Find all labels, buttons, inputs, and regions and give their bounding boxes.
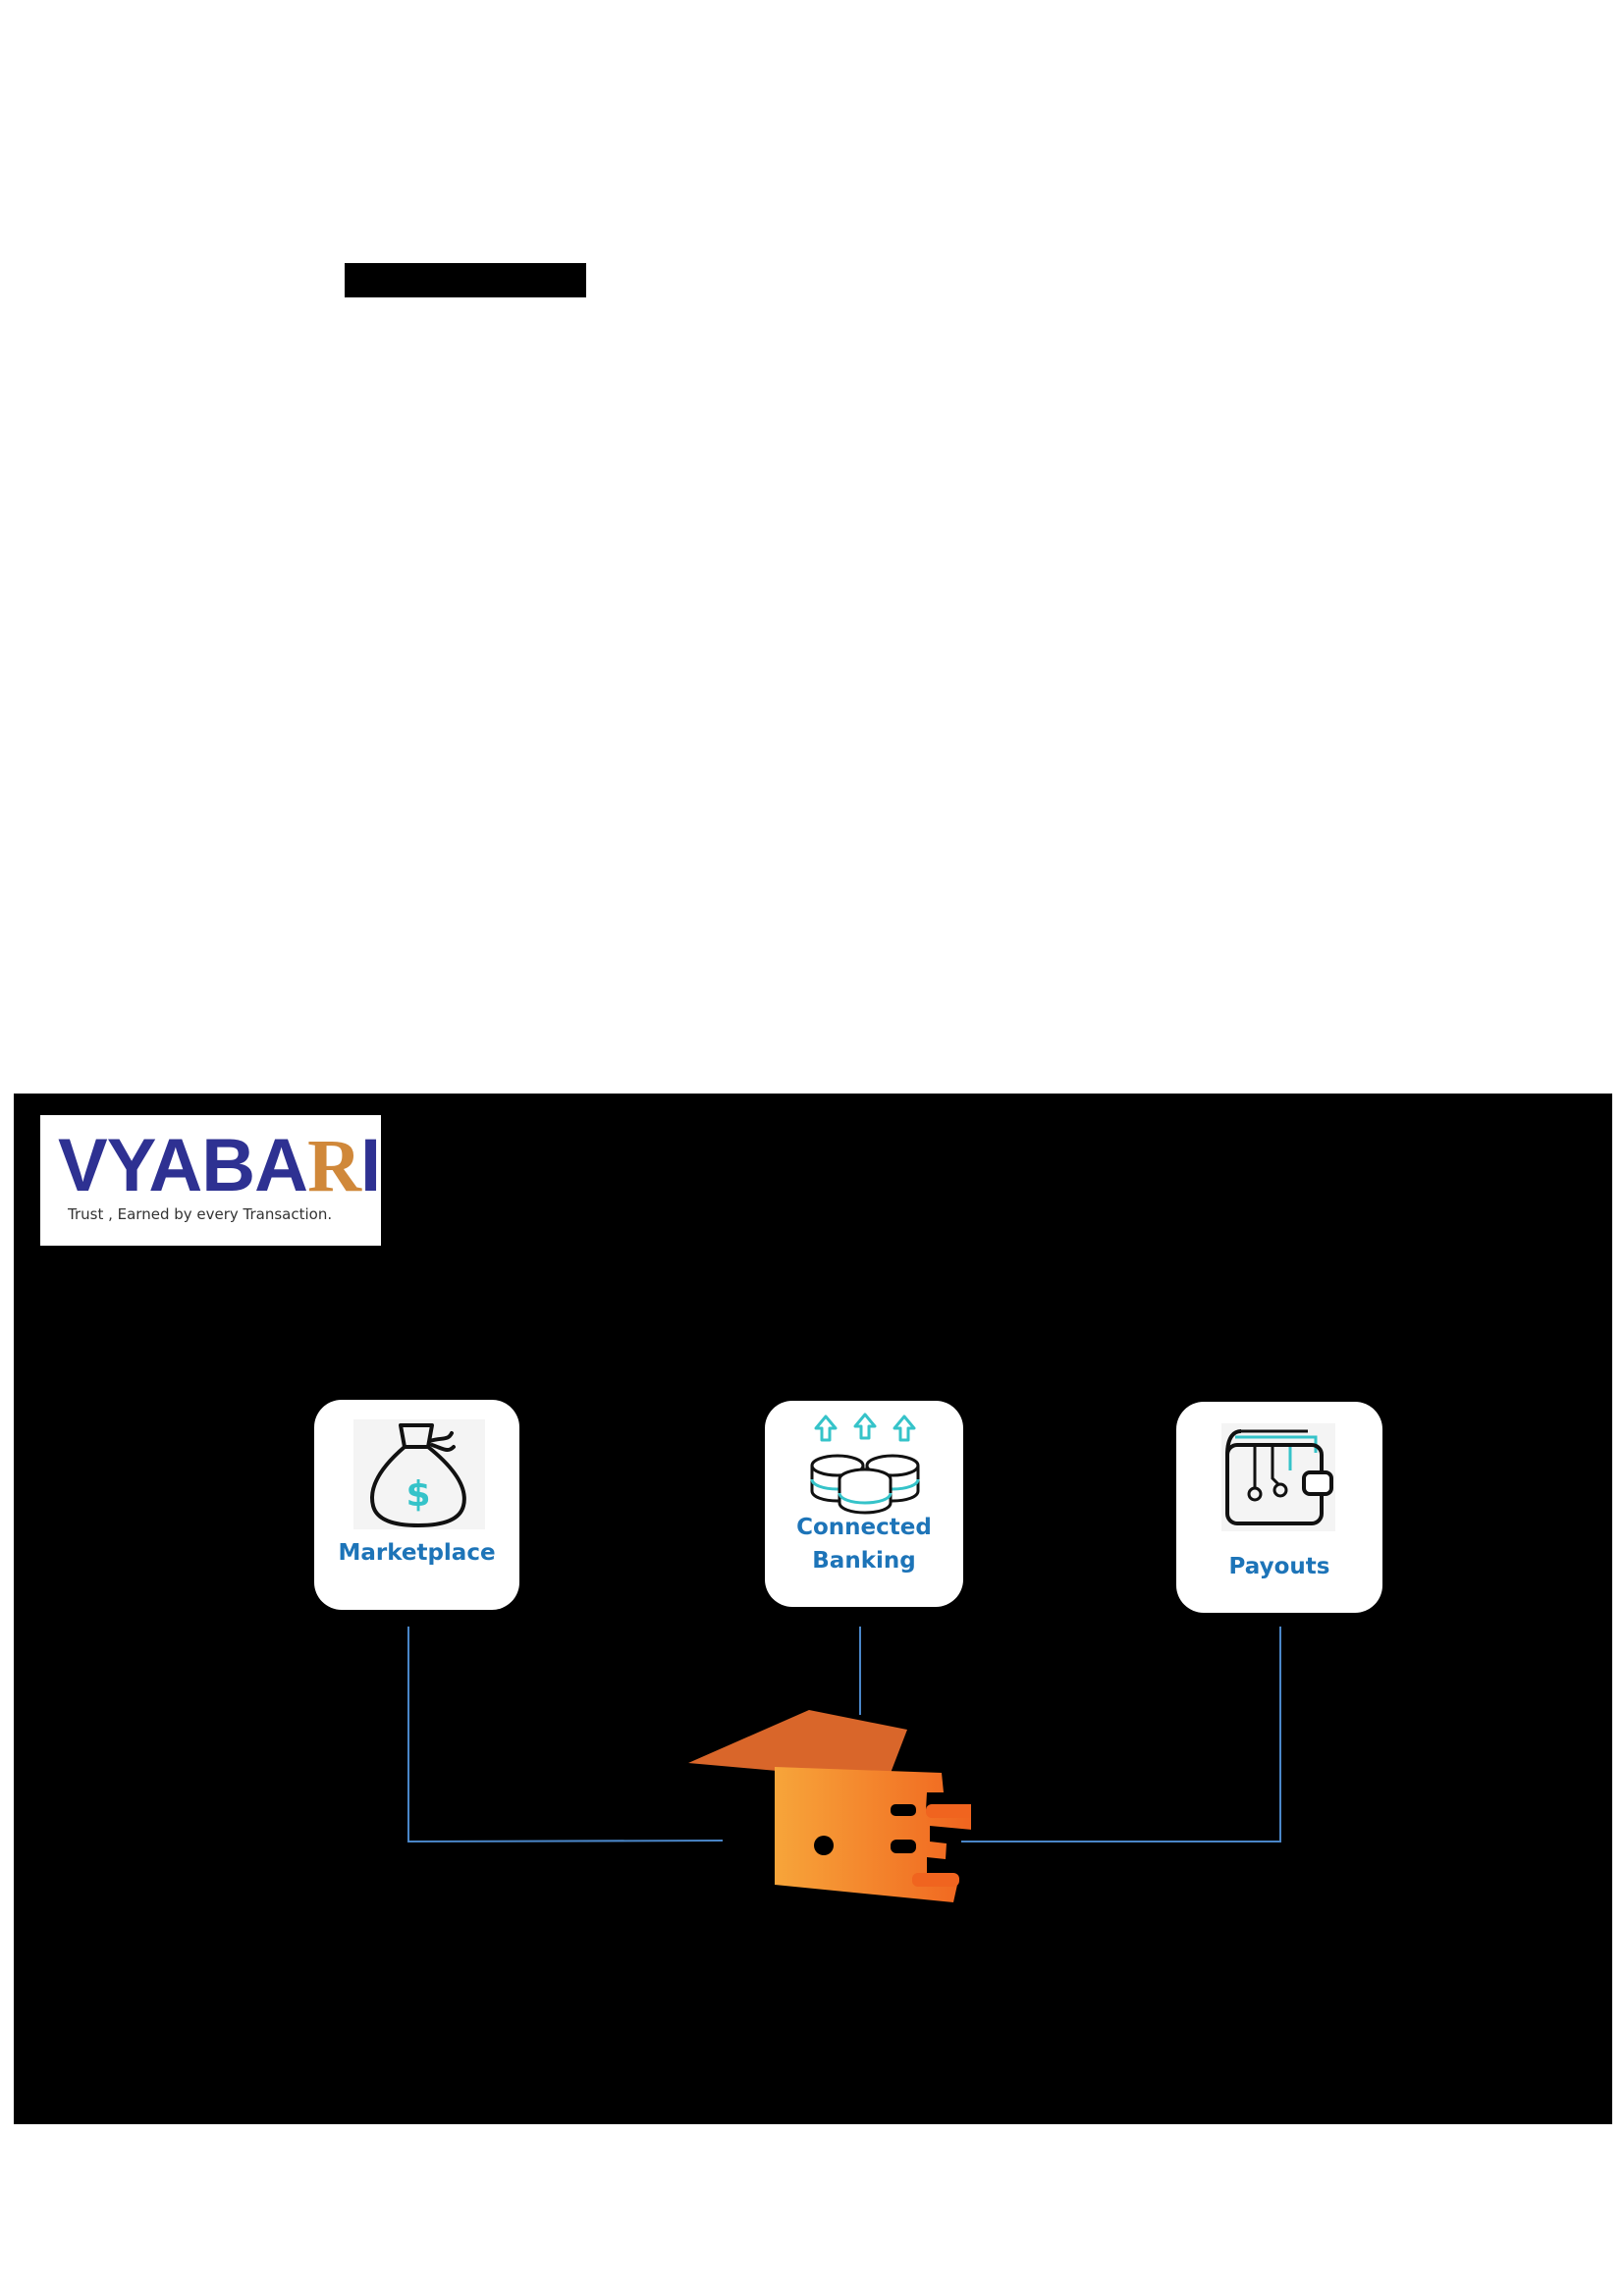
connected-banking-label-line2: Banking [812,1548,916,1574]
connector-lines [407,1627,1281,1843]
marketplace-label: Marketplace [338,1540,496,1566]
connected-banking-card[interactable]: Connected Banking [765,1401,963,1607]
payouts-label: Payouts [1228,1554,1330,1579]
marketplace-card[interactable]: $ Marketplace [314,1400,519,1610]
svg-text:$: $ [406,1474,430,1515]
payment-hub-logo [686,1702,977,1933]
connector-marketplace [407,1627,724,1843]
payouts-card[interactable]: Payouts [1176,1402,1382,1613]
connected-banking-label-line1: Connected [796,1515,932,1540]
diagram-panel: VYABARI Trust , Earned by every Transact… [14,1094,1612,2124]
wallet-icon [1221,1423,1335,1531]
money-bag-icon: $ [353,1419,485,1529]
redaction-bar [345,263,586,297]
connector-payouts [961,1627,1281,1842]
brand-tagline: Trust , Earned by every Transaction. [68,1205,333,1223]
brand-logo: VYABARI Trust , Earned by every Transact… [40,1115,381,1246]
brand-logo-wordmark: VYABARI [58,1124,381,1207]
stacked-coins-upload-icon [808,1411,922,1517]
